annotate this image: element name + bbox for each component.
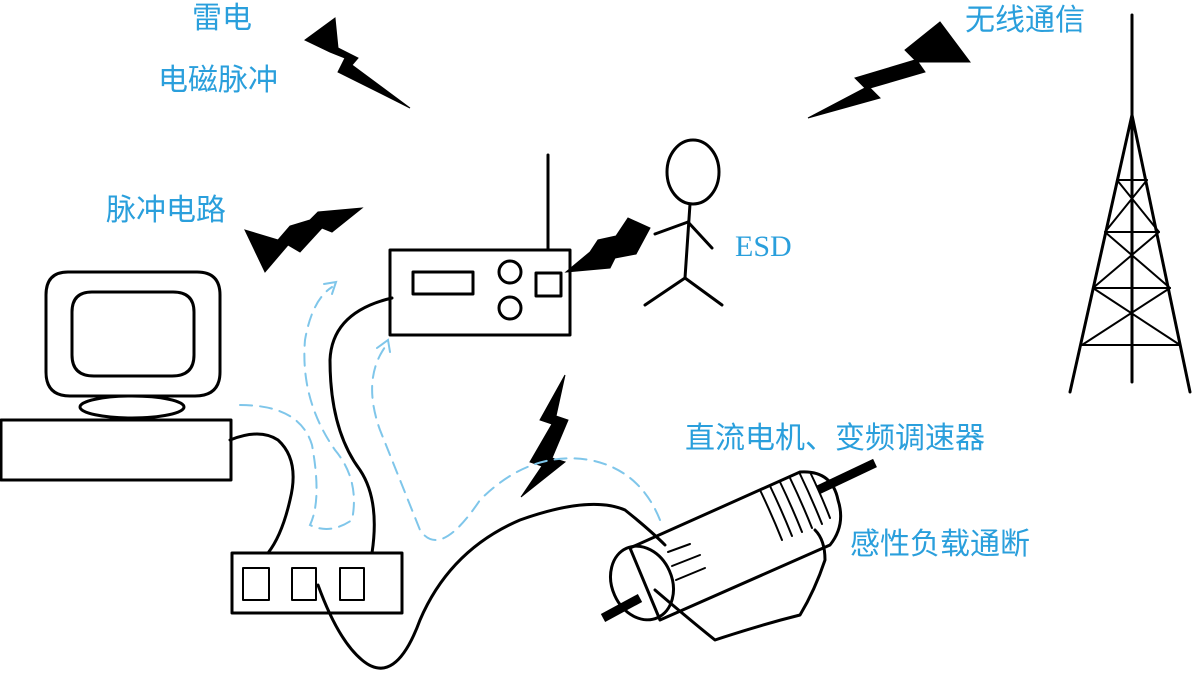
socket-1 <box>242 567 270 601</box>
lightning-bolt-icon-pulse-circuit <box>244 207 364 273</box>
lightning-bolt-icon-vertical <box>520 374 569 498</box>
coupling-paths <box>239 280 661 541</box>
lightning-bolt-icon-wireless <box>807 21 971 119</box>
coupling-path-1 <box>239 286 355 530</box>
label-pulse-circuit: 脉冲电路 <box>106 193 226 228</box>
cable-strip-to-motor <box>316 502 667 670</box>
label-emp: 电磁脉冲 <box>158 63 278 98</box>
motor-end-cap <box>609 544 675 622</box>
cable-computer-to-strip <box>228 432 295 555</box>
label-inductive-load: 感性负载通断 <box>850 527 1030 562</box>
label-dc-motor: 直流电机、变频调速器 <box>685 421 985 456</box>
device-port <box>534 271 563 298</box>
monitor-stand <box>78 394 186 420</box>
socket-2 <box>291 567 317 601</box>
person-icon <box>643 138 724 307</box>
person-right-arm <box>686 220 714 250</box>
monitor-outer <box>44 270 222 398</box>
person-body <box>683 202 692 280</box>
device-display <box>411 270 475 296</box>
person-right-leg <box>683 276 724 307</box>
label-wireless: 无线通信 <box>965 3 1085 38</box>
lightning-bolt-icon-lightning <box>304 17 411 109</box>
device-knob-bottom <box>497 295 523 321</box>
person-left-arm <box>653 220 690 236</box>
cable-strip-to-device <box>328 296 394 555</box>
monitor-screen <box>70 290 196 378</box>
radio-tower-icon <box>1068 13 1192 394</box>
coupling-path-2 <box>371 346 661 541</box>
label-lightning: 雷电 <box>192 1 252 36</box>
person-head <box>665 138 721 206</box>
device-knob-top <box>497 259 523 285</box>
computer-icon <box>0 270 233 482</box>
socket-3 <box>339 567 365 601</box>
device-body <box>388 248 572 337</box>
power-strip-icon <box>230 551 404 615</box>
computer-base <box>0 418 233 482</box>
cables <box>228 296 667 670</box>
motor-body <box>628 470 843 622</box>
motor-grille <box>667 471 831 581</box>
motor-shaft-right <box>816 458 877 495</box>
person-left-leg <box>643 276 687 307</box>
electronic-device-icon <box>388 153 572 337</box>
motor-cloth <box>653 528 827 642</box>
label-esd: ESD <box>735 230 792 263</box>
motor-shaft-left <box>600 594 643 622</box>
lightning-bolt-icon-esd <box>564 217 651 273</box>
motor-icon <box>600 458 877 642</box>
